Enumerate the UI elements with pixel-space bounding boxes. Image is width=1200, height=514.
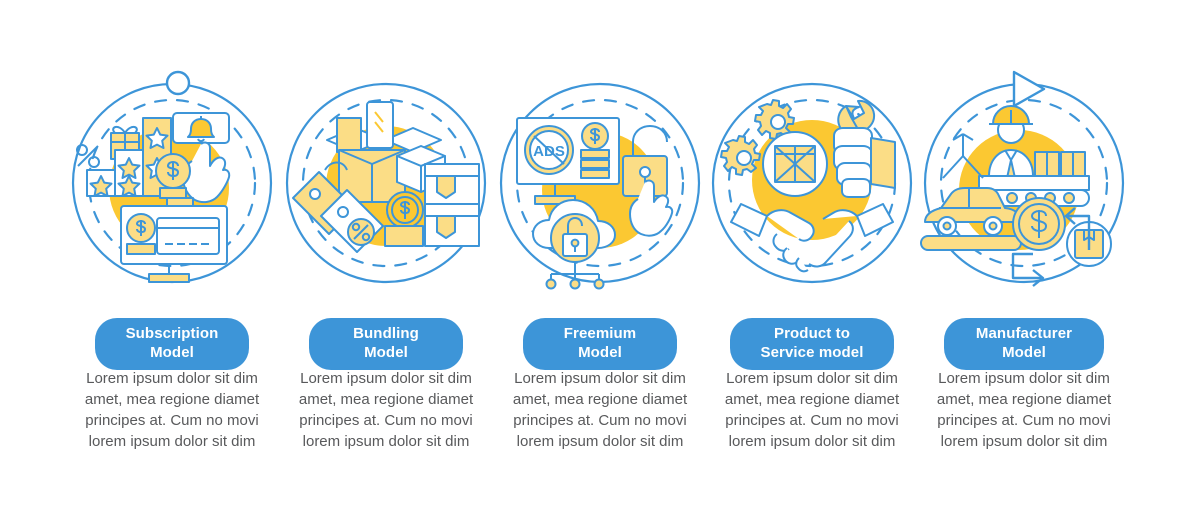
handshake-cuff-left (730, 203, 768, 237)
credit-card-icon (156, 217, 220, 255)
inner-dashed-ring (515, 98, 685, 268)
step-description-subscription: Lorem ipsum dolor sit dim amet, mea regi… (84, 370, 260, 450)
network-node (593, 278, 605, 290)
network-node (569, 278, 581, 290)
bundling-illustration (292, 101, 480, 253)
end-triangle-marker (1012, 70, 1046, 108)
infographic-step-subscription[interactable]: Subscription Model Lorem ipsum dolor sit… (65, 0, 279, 514)
forearm (870, 137, 896, 189)
step-description-product-to-service: Lorem ipsum dolor sit dim amet, mea regi… (724, 370, 900, 450)
inner-dashed-ring (939, 98, 1109, 268)
step-label-subscription[interactable]: Subscription Model (95, 318, 249, 370)
step-ring-product-to-service (705, 58, 919, 308)
step-description-freemium: Lorem ipsum dolor sit dim amet, mea regi… (512, 370, 688, 450)
inner-item (336, 117, 362, 153)
step-label-bundling[interactable]: Bundling Model (309, 318, 463, 370)
open-carton-flap-right (384, 127, 442, 153)
cycle-arrow-down (1011, 252, 1041, 280)
step-ring-manufacturer (917, 58, 1131, 308)
bell-icon (187, 118, 215, 138)
car-platform (920, 235, 1022, 251)
start-circle-marker (165, 70, 191, 96)
handshake-cuff-right (856, 203, 894, 237)
infographic-step-freemium[interactable]: ADS (493, 0, 707, 514)
crane-hook-icon (952, 133, 974, 156)
product-to-service-illustration (720, 99, 896, 273)
cycle-arrow-up (1067, 214, 1091, 250)
infographic-step-manufacturer[interactable]: Manufacturer Model Lorem ipsum dolor sit… (917, 0, 1131, 514)
step-ring-subscription (65, 58, 279, 308)
small-box (384, 225, 424, 247)
step-ring-freemium: ADS (493, 58, 707, 308)
step-ring-bundling (279, 58, 493, 308)
inner-dashed-ring (87, 98, 257, 268)
step-label-manufacturer[interactable]: Manufacturer Model (944, 318, 1104, 370)
step-label-product-to-service[interactable]: Product to Service model (730, 318, 894, 370)
phone-icon (366, 101, 394, 149)
outer-solid-ring (711, 82, 913, 284)
manufacturer-illustration (920, 105, 1112, 287)
infographic-step-product-to-service[interactable]: Product to Service model Lorem ipsum dol… (705, 0, 919, 514)
pointing-hand-icon (629, 179, 674, 237)
conveyor-belt-icon (978, 175, 1090, 191)
freemium-illustration: ADS (516, 117, 674, 290)
percent-badge-icon (76, 144, 88, 156)
step-description-manufacturer: Lorem ipsum dolor sit dim amet, mea regi… (936, 370, 1112, 450)
handshake-icon (766, 209, 815, 242)
no-ads-text: ADS (533, 143, 565, 160)
step-label-freemium[interactable]: Freemium Model (523, 318, 677, 370)
pointing-hand-icon (182, 141, 231, 204)
network-node (545, 278, 557, 290)
box-tag-2 (436, 215, 456, 239)
box-tag-1 (436, 175, 456, 199)
infographic-step-bundling[interactable]: Bundling Model Lorem ipsum dolor sit dim… (279, 0, 493, 514)
coin-stack (580, 149, 610, 159)
car-icon (924, 187, 1022, 223)
step-description-bundling: Lorem ipsum dolor sit dim amet, mea regi… (298, 370, 474, 450)
outer-solid-ring (285, 82, 487, 284)
subscription-illustration (76, 112, 231, 283)
